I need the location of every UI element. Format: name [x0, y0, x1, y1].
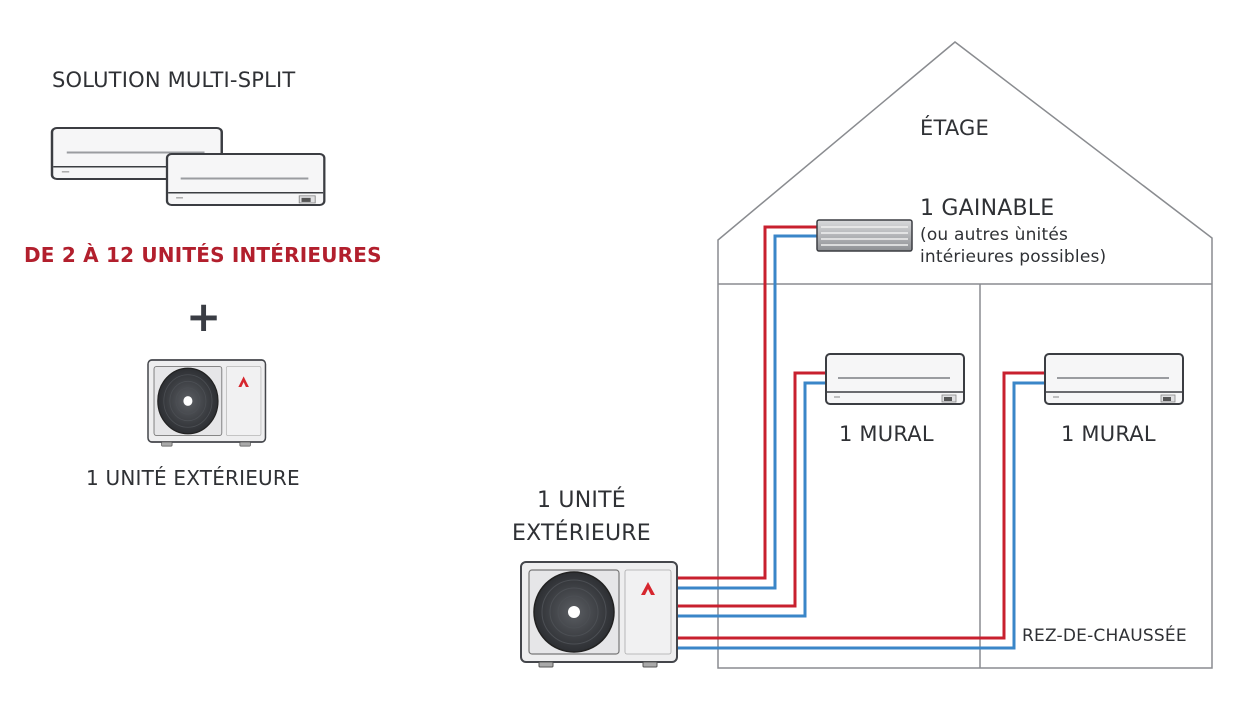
outdoor-unit-label-line1: 1 UNITÉ — [537, 488, 626, 513]
ground-floor-label: REZ-DE-CHAUSSÉE — [1022, 626, 1187, 646]
ducted-unit-subtitle-line2: intérieures possibles) — [920, 247, 1107, 267]
wall-unit-icon-1 — [825, 353, 965, 405]
outdoor-unit-icon-main — [520, 561, 678, 668]
pipe-cold-gainable — [676, 234, 820, 590]
indoor-units-icon — [50, 126, 326, 207]
upper-floor-label: ÉTAGE — [920, 116, 990, 140]
wall-unit-label-2: 1 MURAL — [1061, 422, 1156, 446]
ducted-unit-icon — [816, 219, 913, 252]
outdoor-unit-icon-left — [147, 359, 267, 447]
plus-icon: + — [186, 292, 222, 341]
wall-unit-label-1: 1 MURAL — [839, 422, 934, 446]
diagram-title: SOLUTION MULTI-SPLIT — [52, 68, 296, 92]
pipe-hot-gainable — [676, 225, 820, 580]
pipe-hot-mural-1 — [676, 371, 828, 608]
pipe-hot-mural-2 — [676, 371, 1045, 640]
ducted-unit-title: 1 GAINABLE — [920, 196, 1055, 221]
indoor-units-range: DE 2 À 12 UNITÉS INTÉRIEURES — [24, 243, 382, 267]
outdoor-unit-label-left: 1 UNITÉ EXTÉRIEURE — [86, 466, 300, 490]
outdoor-unit-label-line2: EXTÉRIEURE — [512, 521, 651, 546]
ducted-unit-subtitle-line1: (ou autres ùnités — [920, 225, 1069, 245]
outdoor-unit-label-main: 1 UNITÉ EXTÉRIEURE — [512, 484, 651, 550]
ducted-unit-subtitle: (ou autres ùnités intérieures possibles) — [920, 224, 1106, 268]
wall-unit-icon-2 — [1044, 353, 1184, 405]
pipe-cold-mural-1 — [676, 381, 828, 618]
house-outline — [717, 41, 1213, 669]
pipe-cold-mural-2 — [676, 381, 1045, 650]
refrigerant-pipes — [676, 225, 1045, 650]
